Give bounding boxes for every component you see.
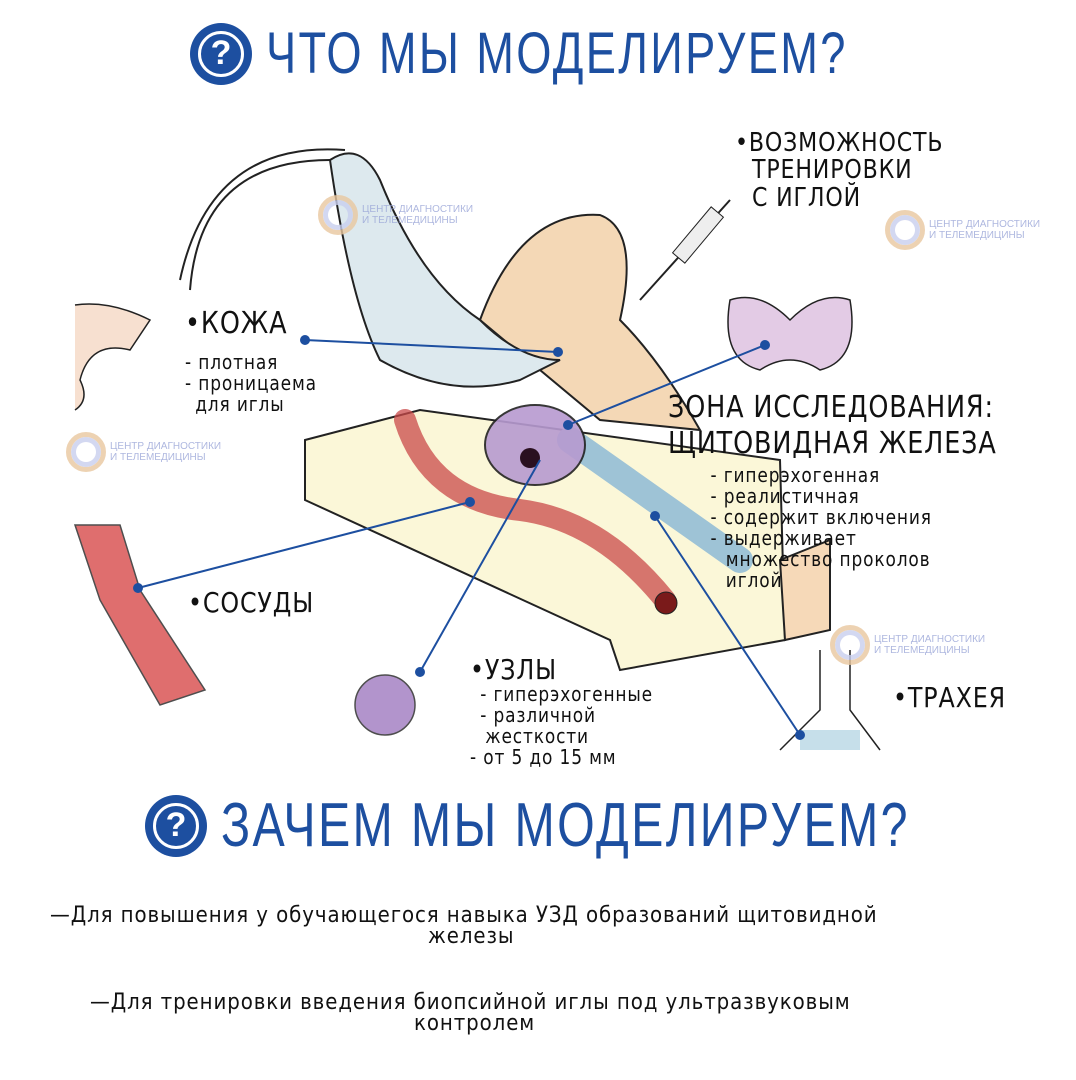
phantom-illustration <box>73 148 881 751</box>
trachea-small <box>779 650 881 751</box>
skin-layer <box>328 152 561 388</box>
question-circle-icon: ? <box>190 22 252 85</box>
title-what: ? ЧТО МЫ МОДЕЛИРУЕМ? <box>190 20 1012 87</box>
neck-shape <box>478 213 702 432</box>
title-what-text: ЧТО МЫ МОДЕЛИРУЕМ? <box>266 21 848 86</box>
thyroid <box>484 404 586 486</box>
vessels-label: •СОСУДЫ <box>188 586 315 619</box>
skin-label: •КОЖА - плотная - проницаема для иглы <box>185 306 317 416</box>
nodes-label: •УЗЛЫ - гиперэхогенные - различной жестк… <box>470 653 653 770</box>
vessel <box>394 409 676 611</box>
vessel-small <box>73 524 207 706</box>
head-profile <box>74 303 152 411</box>
trachea-label: •ТРАХЕЯ <box>893 681 1007 714</box>
thyroid-small <box>727 296 853 371</box>
title-why: ? ЗАЧЕМ МЫ МОДЕЛИРУЕМ? <box>145 790 1076 861</box>
node <box>520 448 540 468</box>
trachea <box>557 427 753 573</box>
question-circle-icon: ? <box>145 794 207 857</box>
reason-2: —Для тренировки введения биопсийной иглы… <box>90 990 851 1036</box>
zone-label: ЗОНА ИССЛЕДОВАНИЯ: ЩИТОВИДНАЯ ЖЕЛЕЗА - г… <box>668 390 997 592</box>
reason-1: —Для повышения у обучающегося навыка УЗД… <box>50 903 878 949</box>
needle-label: •ВОЗМОЖНОСТЬ ТРЕНИРОВКИ С ИГЛОЙ <box>735 128 944 213</box>
title-why-text: ЗАЧЕМ МЫ МОДЕЛИРУЕМ? <box>221 791 910 860</box>
node-small <box>354 674 416 736</box>
